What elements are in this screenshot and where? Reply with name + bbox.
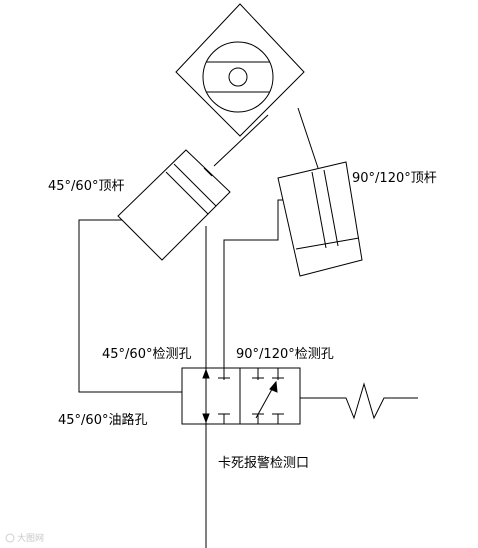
label-ejector-45-60: 45°/60°顶杆 <box>48 179 124 194</box>
cam-disc <box>202 41 274 113</box>
return-spring <box>300 382 418 420</box>
label-detect-45-60: 45°/60°检测孔 <box>102 347 191 362</box>
cam-center-hole <box>228 67 248 87</box>
rod-90-120 <box>297 107 319 169</box>
valve-right-block <box>239 367 301 425</box>
ejector-cylinder-90-120 <box>277 161 363 277</box>
oil-line-90-120 <box>223 199 283 368</box>
oil-line-45-60 <box>78 219 182 393</box>
piston-line-b <box>173 163 217 207</box>
ejector-cylinder-45-60 <box>117 149 231 261</box>
label-oil-hole-45-60: 45°/60°油路孔 <box>58 412 147 428</box>
cam-unit <box>175 3 305 137</box>
piston-rod-45-60 <box>203 167 213 177</box>
piston-rod-90-120-a <box>311 171 327 249</box>
rod-45-60 <box>213 114 269 167</box>
cylinder-body-45-60 <box>117 149 231 261</box>
cam-housing <box>175 3 305 137</box>
piston-line-90-120 <box>295 237 360 250</box>
label-jam-alarm-port: 卡死报警检测口 <box>218 455 309 471</box>
piston-rod-90-120-b <box>323 169 339 247</box>
cylinder-body-90-120 <box>277 161 363 277</box>
watermark-text: 大图网 <box>17 532 44 544</box>
piston-line-a <box>165 171 209 215</box>
detection-valve <box>181 367 301 425</box>
valve-left-block <box>181 367 241 425</box>
watermark: 大图网 <box>5 532 44 544</box>
label-detect-90-120: 90°/120°检测孔 <box>236 347 334 362</box>
label-ejector-90-120: 90°/120°顶杆 <box>352 171 437 186</box>
